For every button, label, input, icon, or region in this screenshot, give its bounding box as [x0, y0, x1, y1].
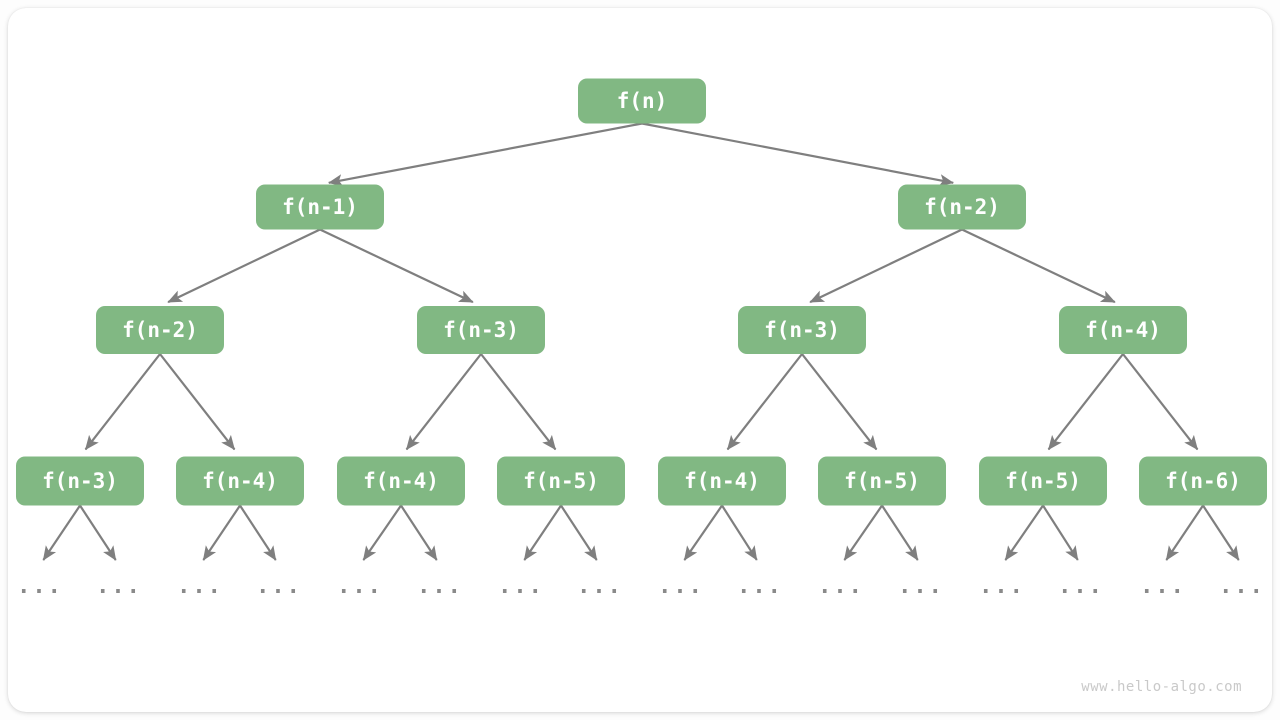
tree-edge: [1047, 353, 1124, 451]
tree-edge: [809, 228, 963, 304]
tree-node[interactable]: f(n-6): [1139, 456, 1267, 506]
tree-node-box: [337, 456, 465, 506]
tree-node[interactable]: f(n-2): [96, 306, 224, 354]
tree-edge: [405, 353, 482, 451]
tree-node-label: f(n-5): [1005, 469, 1081, 493]
tree-edge-to-ellipsis: [560, 504, 598, 561]
tree-edge-to-ellipsis: [239, 504, 277, 561]
tree-node-label: f(n-6): [1165, 469, 1241, 493]
ellipsis-marker: ...: [96, 574, 142, 599]
ellipsis-marker: ...: [337, 574, 383, 599]
tree-node-label: f(n-4): [363, 469, 439, 493]
tree-edges: [42, 122, 1240, 561]
tree-node[interactable]: f(n-5): [497, 456, 625, 506]
tree-node-label: f(n-2): [122, 318, 198, 342]
tree-node[interactable]: f(n-3): [16, 456, 144, 506]
tree-node-box: [1059, 306, 1187, 354]
ellipsis-marker: ...: [498, 574, 544, 599]
ellipsis-marker: ...: [1058, 574, 1104, 599]
tree-node-box: [979, 456, 1107, 506]
tree-edge-to-ellipsis: [1165, 504, 1204, 561]
tree-node-box: [176, 456, 304, 506]
ellipsis-marker: ...: [979, 574, 1025, 599]
ellipsis-marker: ...: [577, 574, 623, 599]
tree-edge-to-ellipsis: [881, 504, 919, 561]
tree-edge: [319, 228, 474, 304]
tree-edge-to-ellipsis: [400, 504, 438, 561]
tree-edge-to-ellipsis: [42, 504, 81, 561]
tree-node-label: f(n-2): [924, 195, 1000, 219]
tree-edge: [84, 353, 161, 451]
tree-node-box: [1139, 456, 1267, 506]
tree-edge-to-ellipsis: [683, 504, 723, 561]
tree-node-label: f(n-4): [684, 469, 760, 493]
tree-node-box: [96, 306, 224, 354]
tree-edge: [480, 353, 557, 451]
tree-node[interactable]: f(n-3): [738, 306, 866, 354]
tree-node-box: [417, 306, 545, 354]
tree-node[interactable]: f(n-4): [176, 456, 304, 506]
tree-edge: [1122, 353, 1199, 451]
watermark: www.hello-algo.com: [1081, 679, 1242, 695]
tree-node[interactable]: f(n-4): [658, 456, 786, 506]
tree-node-label: f(n-5): [844, 469, 920, 493]
tree-node-label: f(n-3): [764, 318, 840, 342]
tree-node-box: [658, 456, 786, 506]
tree-edge: [726, 353, 803, 451]
tree-node-label: f(n-4): [1085, 318, 1161, 342]
tree-node[interactable]: f(n-3): [417, 306, 545, 354]
ellipsis-marker: ...: [256, 574, 302, 599]
tree-edge: [961, 228, 1116, 304]
ellipsis-marker: ...: [177, 574, 223, 599]
tree-node-box: [898, 184, 1026, 230]
tree-node-label: f(n-5): [523, 469, 599, 493]
tree-node-label: f(n): [617, 89, 668, 113]
tree-edge-to-ellipsis: [721, 504, 758, 561]
ellipsis-marker: ...: [898, 574, 944, 599]
ellipsis-marker: ...: [658, 574, 704, 599]
tree-node-box: [16, 456, 144, 506]
tree-nodes: f(n) f(n-1) f(n-2) f(n-2) f(n-3) f(n-3) f(n-4)…: [16, 78, 1267, 506]
ellipsis-marker: ...: [737, 574, 783, 599]
tree-edge: [167, 228, 321, 304]
tree-edge-to-ellipsis: [523, 504, 562, 561]
tree-node-box: [497, 456, 625, 506]
tree-edge: [641, 122, 955, 187]
tree-node[interactable]: f(n): [578, 78, 706, 124]
tree-edge-to-ellipsis: [1202, 504, 1240, 561]
tree-edge-to-ellipsis: [79, 504, 117, 561]
tree-edge-to-ellipsis: [202, 504, 241, 561]
tree-node-box: [818, 456, 946, 506]
tree-node[interactable]: f(n-5): [979, 456, 1107, 506]
tree-ellipses: ........................................…: [17, 574, 1265, 599]
tree-node-box: [738, 306, 866, 354]
ellipsis-marker: ...: [1219, 574, 1265, 599]
ellipsis-marker: ...: [417, 574, 463, 599]
ellipsis-marker: ...: [17, 574, 63, 599]
tree-node[interactable]: f(n-5): [818, 456, 946, 506]
tree-node-label: f(n-3): [42, 469, 118, 493]
tree-node-box: [578, 78, 706, 124]
tree-edge: [159, 353, 236, 451]
tree-node[interactable]: f(n-1): [256, 184, 384, 230]
tree-node-label: f(n-3): [443, 318, 519, 342]
tree-node-label: f(n-1): [282, 195, 358, 219]
tree-node[interactable]: f(n-2): [898, 184, 1026, 230]
tree-edge-to-ellipsis: [1004, 504, 1044, 561]
tree-edge-to-ellipsis: [362, 504, 402, 561]
tree-edge: [327, 122, 643, 187]
tree-edge-to-ellipsis: [843, 504, 883, 561]
ellipsis-marker: ...: [1140, 574, 1186, 599]
tree-edge-to-ellipsis: [1042, 504, 1079, 561]
tree-node-label: f(n-4): [202, 469, 278, 493]
diagram-card: [8, 8, 1272, 712]
ellipsis-marker: ...: [818, 574, 864, 599]
tree-node[interactable]: f(n-4): [337, 456, 465, 506]
tree-node[interactable]: f(n-4): [1059, 306, 1187, 354]
tree-edge: [801, 353, 878, 451]
tree-node-box: [256, 184, 384, 230]
